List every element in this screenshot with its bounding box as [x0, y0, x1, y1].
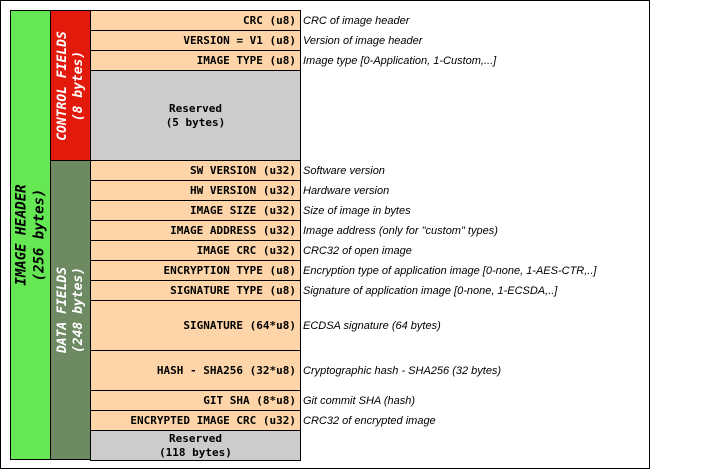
control-fields-bar: CONTROL FIELDS (8 bytes) — [50, 10, 91, 161]
desc-hw-version: Hardware version — [303, 184, 390, 197]
desc-version: Version of image header — [303, 34, 423, 47]
field-label: ENCRYPTED IMAGE CRC (u32) — [130, 414, 296, 427]
desc-hash: Cryptographic hash - SHA256 (32 bytes) — [303, 364, 502, 377]
field-image-type: IMAGE TYPE (u8) — [90, 50, 301, 71]
data-fields-bar: DATA FIELDS (248 bytes) — [50, 160, 91, 460]
field-sw-version: SW VERSION (u32) — [90, 160, 301, 181]
data-fields-size: (248 bytes) — [70, 266, 86, 354]
reserved-label: Reserved — [169, 431, 222, 445]
field-label: CRC (u8) — [243, 14, 296, 27]
field-signature: SIGNATURE (64*u8) — [90, 300, 301, 351]
image-header-bar: IMAGE HEADER (256 bytes) — [10, 10, 51, 460]
field-version: VERSION = V1 (u8) — [90, 30, 301, 51]
field-label: IMAGE ADDRESS (u32) — [170, 224, 296, 237]
field-hash: HASH - SHA256 (32*u8) — [90, 350, 301, 391]
field-reserved-118: Reserved (118 bytes) — [90, 430, 301, 461]
desc-signature-type: Signature of application image [0-none, … — [303, 284, 558, 297]
field-label: VERSION = V1 (u8) — [183, 34, 296, 47]
field-encrypted-image-crc: ENCRYPTED IMAGE CRC (u32) — [90, 410, 301, 431]
field-crc: CRC (u8) — [90, 10, 301, 31]
field-label: SIGNATURE (64*u8) — [183, 319, 296, 332]
control-fields-title: CONTROL FIELDS — [54, 30, 70, 141]
field-label: HASH - SHA256 (32*u8) — [156, 364, 296, 377]
data-fields-label: DATA FIELDS (248 bytes) — [54, 267, 87, 353]
field-image-address: IMAGE ADDRESS (u32) — [90, 220, 301, 241]
field-label: IMAGE TYPE (u8) — [196, 54, 296, 67]
control-fields-label: CONTROL FIELDS (8 bytes) — [54, 31, 87, 141]
field-git-sha: GIT SHA (8*u8) — [90, 390, 301, 411]
control-fields-size: (8 bytes) — [70, 50, 86, 121]
desc-encrypted-image-crc: CRC32 of encrypted image — [303, 414, 436, 427]
desc-image-type: Image type [0-Application, 1-Custom,...] — [303, 54, 497, 67]
desc-crc: CRC of image header — [303, 14, 410, 27]
field-encryption-type: ENCRYPTION TYPE (u8) — [90, 260, 301, 281]
field-label: HW VERSION (u32) — [190, 184, 296, 197]
desc-git-sha: Git commit SHA (hash) — [303, 394, 416, 407]
field-label: GIT SHA (8*u8) — [203, 394, 296, 407]
data-fields-title: DATA FIELDS — [54, 266, 70, 354]
field-label: IMAGE SIZE (u32) — [190, 204, 296, 217]
image-header-title: IMAGE HEADER — [13, 184, 29, 286]
field-reserved-5: Reserved (5 bytes) — [90, 70, 301, 161]
field-signature-type: SIGNATURE TYPE (u8) — [90, 280, 301, 301]
desc-image-size: Size of image in bytes — [303, 204, 411, 217]
field-label: ENCRYPTION TYPE (u8) — [163, 264, 296, 277]
desc-sw-version: Software version — [303, 164, 385, 177]
field-label: IMAGE CRC (u32) — [196, 244, 296, 257]
field-image-size: IMAGE SIZE (u32) — [90, 200, 301, 221]
field-hw-version: HW VERSION (u32) — [90, 180, 301, 201]
reserved-size: (118 bytes) — [159, 445, 232, 459]
field-label: SW VERSION (u32) — [190, 164, 296, 177]
field-image-crc: IMAGE CRC (u32) — [90, 240, 301, 261]
desc-signature: ECDSA signature (64 bytes) — [303, 319, 441, 332]
desc-image-address: Image address (only for "custom" types) — [303, 224, 498, 237]
desc-image-crc: CRC32 of open image — [303, 244, 412, 257]
desc-encryption-type: Encryption type of application image [0-… — [303, 264, 597, 277]
image-header-label: IMAGE HEADER (256 bytes) — [13, 184, 48, 285]
reserved-size: (5 bytes) — [165, 115, 226, 129]
field-label: SIGNATURE TYPE (u8) — [170, 284, 296, 297]
reserved-label: Reserved — [169, 101, 222, 115]
image-header-size: (256 bytes) — [30, 188, 47, 282]
